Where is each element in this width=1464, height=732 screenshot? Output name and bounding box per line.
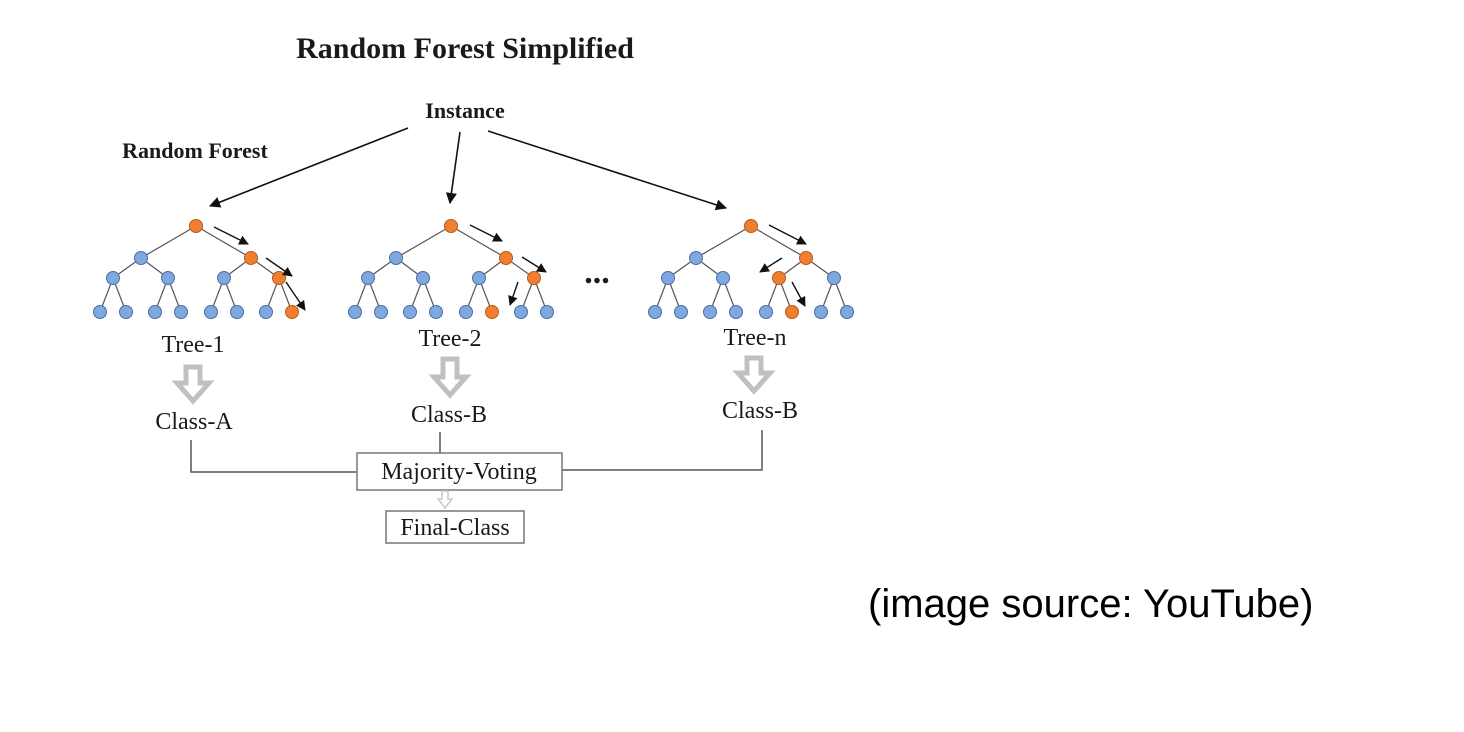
- instance-label: Instance: [425, 98, 505, 123]
- tree-3-leaf-node: [840, 305, 854, 319]
- trees-ellipsis: ...: [584, 254, 610, 291]
- tree-2-path-arrow: [521, 256, 547, 273]
- down-arrow-tree-1: [171, 364, 215, 405]
- tree-1-leaf-node: [230, 305, 244, 319]
- tree-2-path-arrow: [469, 224, 503, 242]
- tree-3-path-arrow: [768, 224, 807, 245]
- final-class-box: [385, 510, 525, 544]
- tree-1-leaf-node: [93, 305, 107, 319]
- arrow-instance-to-tree-n: [487, 130, 728, 211]
- tree-2-leaf-node: [429, 305, 443, 319]
- tree-3-leaf-node: [648, 305, 662, 319]
- majority-voting-label: Majority-Voting: [381, 459, 537, 485]
- tree-1-leaf-node: [174, 305, 188, 319]
- vote-connectors: [190, 430, 763, 473]
- tree-1-root-node: [189, 219, 203, 233]
- tree-3-node: [661, 271, 675, 285]
- tree-2-name: Tree-2: [418, 326, 481, 352]
- trees-group: [93, 219, 854, 319]
- tree-3-node: [827, 271, 841, 285]
- tree-1-node: [244, 251, 258, 265]
- tree-output-arrows: [171, 355, 776, 405]
- tree-2-node: [527, 271, 541, 285]
- tree-n-class: Class-B: [722, 398, 798, 424]
- tree-3-path-arrow: [759, 257, 783, 273]
- tree-1-path-arrow: [265, 257, 293, 277]
- tree-2-root-node: [444, 219, 458, 233]
- tree-3-edge: [695, 225, 752, 259]
- connector-tree-1: [190, 440, 357, 473]
- tree-2-node: [389, 251, 403, 265]
- tree-2-node: [416, 271, 430, 285]
- tree-3-leaf-node: [674, 305, 688, 319]
- tree-3-root-node: [744, 219, 758, 233]
- tree-1-path-arrow: [213, 226, 249, 245]
- tree-3-node: [772, 271, 786, 285]
- instance-arrows: [208, 127, 728, 211]
- tree-1-node: [272, 271, 286, 285]
- tree-2-leaf-node: [514, 305, 528, 319]
- tree-2-node: [361, 271, 375, 285]
- tree-1-path-arrow: [285, 281, 306, 311]
- tree-2-leaf-node: [374, 305, 388, 319]
- tree-1-leaf-node: [204, 305, 218, 319]
- tree-n-name: Tree-n: [723, 325, 786, 351]
- tree-3-leaf-node: [759, 305, 773, 319]
- tree-1-leaf-node: [285, 305, 299, 319]
- tree-1-leaf-node: [259, 305, 273, 319]
- tree-3-leaf-node: [785, 305, 799, 319]
- tree-3-node: [689, 251, 703, 265]
- connector-tree-n: [562, 430, 763, 471]
- tree-2-leaf-node: [403, 305, 417, 319]
- tree-2-leaf-node: [485, 305, 499, 319]
- majority-voting-box: [356, 452, 563, 491]
- arrow-instance-to-tree-2: [445, 131, 461, 205]
- diagram-title: Random Forest Simplified: [296, 32, 634, 65]
- tree-2-node: [499, 251, 513, 265]
- tree-3-leaf-node: [703, 305, 717, 319]
- image-source-caption: (image source: YouTube): [868, 582, 1314, 626]
- tree-2-path-arrow: [508, 281, 519, 306]
- tree-2-leaf-node: [540, 305, 554, 319]
- random-forest-label: Random Forest: [122, 138, 268, 163]
- final-class-label: Final-Class: [400, 515, 509, 541]
- tree-1-node: [134, 251, 148, 265]
- tree-3-node: [716, 271, 730, 285]
- down-arrow-final: [436, 490, 454, 510]
- down-arrow-tree-n: [732, 355, 776, 395]
- tree-1-leaf-node: [148, 305, 162, 319]
- tree-1-edge: [195, 225, 252, 259]
- tree-2-class: Class-B: [411, 402, 487, 428]
- tree-2-edge: [395, 225, 452, 259]
- down-arrow-tree-2: [428, 356, 472, 399]
- tree-1-node: [106, 271, 120, 285]
- tree-1-node: [217, 271, 231, 285]
- arrow-instance-to-tree-1: [208, 127, 409, 208]
- tree-3-leaf-node: [729, 305, 743, 319]
- tree-1-edge: [140, 225, 197, 259]
- tree-1-name: Tree-1: [161, 332, 224, 358]
- tree-1-class: Class-A: [155, 409, 233, 435]
- tree-3-node: [799, 251, 813, 265]
- tree-2-leaf-node: [348, 305, 362, 319]
- tree-1-leaf-node: [119, 305, 133, 319]
- tree-3-path-arrow: [791, 281, 806, 307]
- tree-3-leaf-node: [814, 305, 828, 319]
- tree-1-node: [161, 271, 175, 285]
- tree-2-node: [472, 271, 486, 285]
- tree-3-edge: [750, 225, 807, 259]
- tree-2-edge: [450, 225, 507, 259]
- tree-2-leaf-node: [459, 305, 473, 319]
